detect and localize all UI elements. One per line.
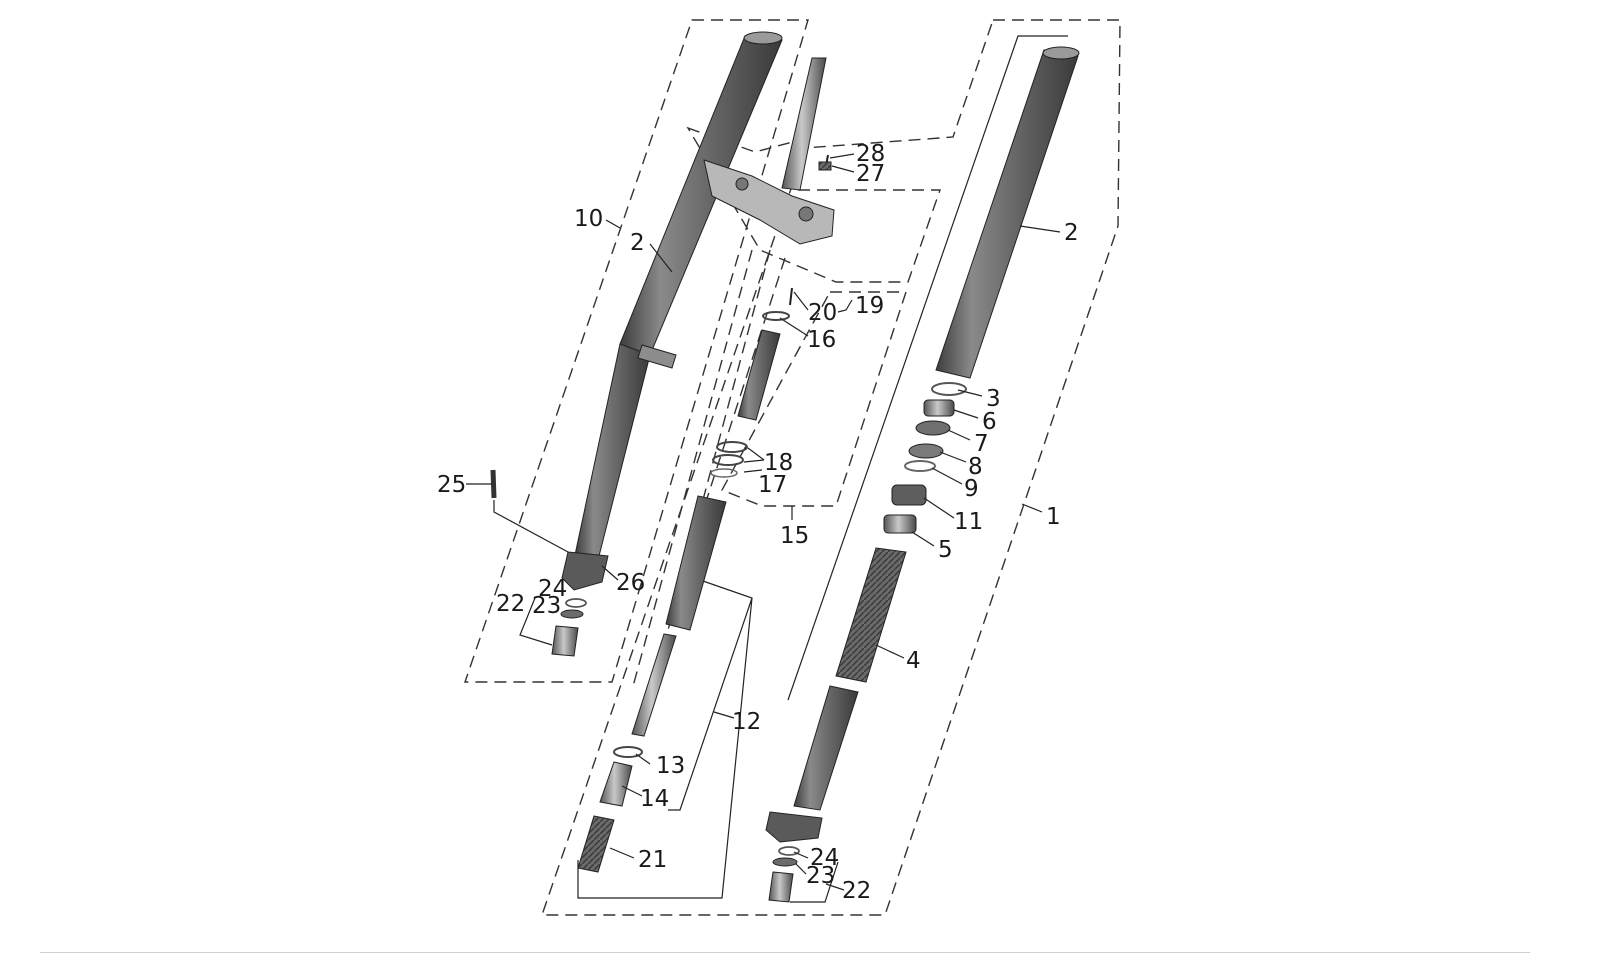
callout-28: 28 [856,141,885,167]
callout-21: 21 [638,847,667,873]
callout-9: 9 [964,476,979,502]
callout-2-left: 2 [630,230,645,256]
leader-lines [466,153,1061,891]
callout-11: 11 [954,509,983,535]
callout-7: 7 [974,431,989,457]
left-lower-leg [574,343,651,561]
footer-divider [40,952,1530,953]
callout-24-right: 24 [810,845,839,871]
callout-8: 8 [968,454,983,480]
callout-22-left: 22 [496,591,525,617]
left-tube-cap [743,31,783,45]
callout-4: 4 [906,648,921,674]
callout-20: 20 [808,300,837,326]
callout-2-right: 2 [1064,220,1079,246]
clamp-bolt-left [735,177,749,191]
callout-15: 15 [780,523,809,549]
part-4-spring [835,547,907,683]
lower-triple-clamp [703,159,835,245]
callout-27: 27 [856,161,885,187]
part-20-pin [789,287,793,306]
part-27-spring [818,161,832,171]
part-25-bolt [490,469,497,499]
part-22-nut-left [551,625,579,657]
group-15-lower-outline [721,291,907,507]
damper-cartridge-parts [710,154,832,478]
triple-clamp-assembly [703,57,835,245]
group-22-right-bracket [790,861,839,903]
small-hardware [490,469,800,903]
part-18-ring-a [716,441,748,453]
part-13-ring [613,746,643,758]
part-6-bushing [923,399,955,417]
part-11-dust-wiper [891,484,927,506]
group-1-outline [541,19,1121,916]
part-23-washer-left [560,609,584,619]
callout-23-left: 23 [532,593,561,619]
group-1-bracket [787,35,1068,701]
group-10-outline [464,19,809,683]
right-fork-parts [765,46,1080,843]
part-5-bushing [883,514,917,534]
group-12-bracket [577,579,753,899]
part-24-ring-right [778,846,800,856]
callout-13: 13 [656,753,685,779]
callout-6: 6 [982,409,997,435]
callout-5: 5 [938,537,953,563]
right-axle-foot [765,811,823,843]
cartridge-rod [631,633,677,737]
callout-16: 16 [807,327,836,353]
part-17-ring [710,468,738,478]
callout-1: 1 [1046,504,1061,530]
cartridge-dash-line-b [631,249,753,691]
callout-22-right: 22 [842,878,871,904]
part-9-clip [904,460,936,472]
part-14-bushing [599,761,633,807]
part-22-nut-right [768,871,794,903]
cartridge-tube [665,495,727,631]
part-3-ring [931,382,967,396]
right-tube-cap [1042,46,1080,60]
clamp-bolt-right [798,206,814,222]
group-22-left-bracket [519,597,553,646]
group-15-outline [686,126,941,283]
part-23-washer-right [772,857,798,867]
part-24-ring-left [565,598,587,608]
callout-24-left: 24 [538,576,567,602]
callout-18: 18 [764,450,793,476]
part-18-ring-b [712,454,744,466]
callout-3: 3 [986,386,1001,412]
cartridge-body [737,329,781,421]
callout-19: 19 [855,293,884,319]
callout-23-right: 23 [806,863,835,889]
part-21-spring [577,815,615,873]
callout-10: 10 [574,206,603,232]
left-fork-assembly [561,31,783,591]
part-16-ring [762,311,790,321]
right-lower-leg [793,685,859,811]
callout-14: 14 [640,786,669,812]
right-upper-tube [935,49,1079,379]
callout-26: 26 [616,570,645,596]
callout-17: 17 [758,472,787,498]
callout-12: 12 [732,709,761,735]
callout-25: 25 [437,472,466,498]
left-wiper-ring [637,344,677,369]
steering-stem [781,57,827,191]
left-axle-foot [561,551,609,591]
cartridge-rod-parts [577,495,727,873]
part-8-seal [908,443,944,459]
callouts: 1 2 2 3 6 7 8 9 11 5 4 10 12 13 14 21 15… [437,141,1079,904]
part-7-seal [915,420,951,436]
